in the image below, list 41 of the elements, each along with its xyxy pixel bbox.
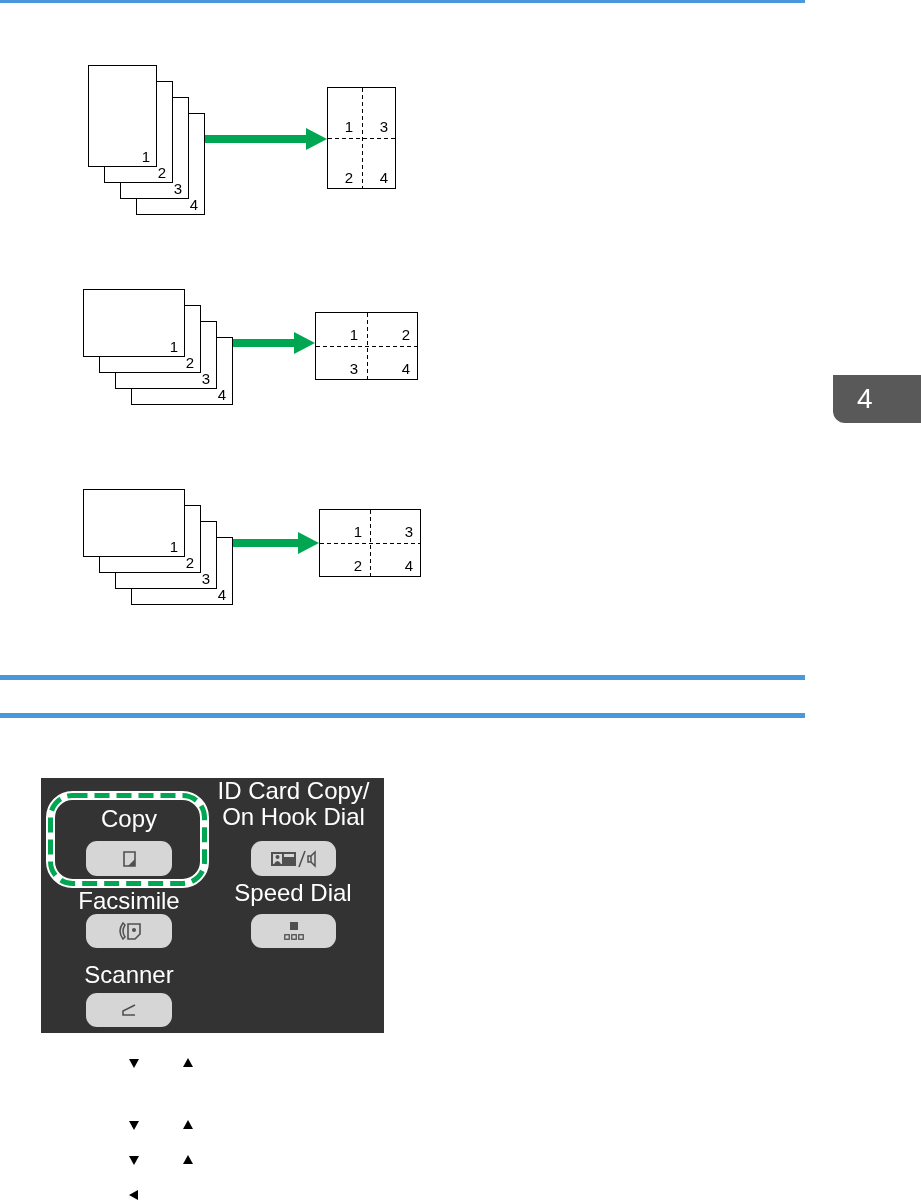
page-number: 1 [344,119,353,134]
page-number: 2 [353,558,362,573]
page-number: 4 [401,361,410,376]
page-number: 4 [217,387,226,402]
control-panel [41,778,384,1033]
page-number: 1 [353,524,362,539]
page-number: 4 [404,558,413,573]
page-number: 4 [189,197,198,212]
paper-sheet [88,65,157,167]
button-label: Scanner [83,962,175,988]
button-label: ID Card Copy/ On Hook Dial [216,778,371,830]
page-number: 4 [379,170,388,185]
page-number: 2 [401,327,410,342]
chapter-number: 4 [857,384,873,414]
page-number: 4 [217,587,226,602]
chapter-tab [833,375,921,423]
arrow [205,128,327,150]
page-number: 3 [201,371,210,386]
page-number: 1 [169,539,178,554]
paper-sheet [83,489,185,557]
arrow [233,332,315,354]
page-number: 2 [185,355,194,370]
page-number: 3 [349,361,358,376]
paper-sheet [83,289,185,357]
page-number: 2 [157,165,166,180]
paper-sheet [327,87,396,189]
page-number: 3 [379,119,388,134]
paper-sheet [319,509,421,577]
page-number: 3 [201,571,210,586]
page-number: 3 [173,181,182,196]
paper-sheet [315,312,418,380]
arrow [233,532,319,554]
button-label: Facsimile [77,888,181,914]
page-number: 2 [344,170,353,185]
page-number: 1 [141,149,150,164]
page-number: 3 [404,524,413,539]
button-label: Copy [100,806,158,832]
button-label: Speed Dial [233,880,353,906]
page-number: 1 [169,339,178,354]
page-number: 2 [185,555,194,570]
page-number: 1 [349,327,358,342]
